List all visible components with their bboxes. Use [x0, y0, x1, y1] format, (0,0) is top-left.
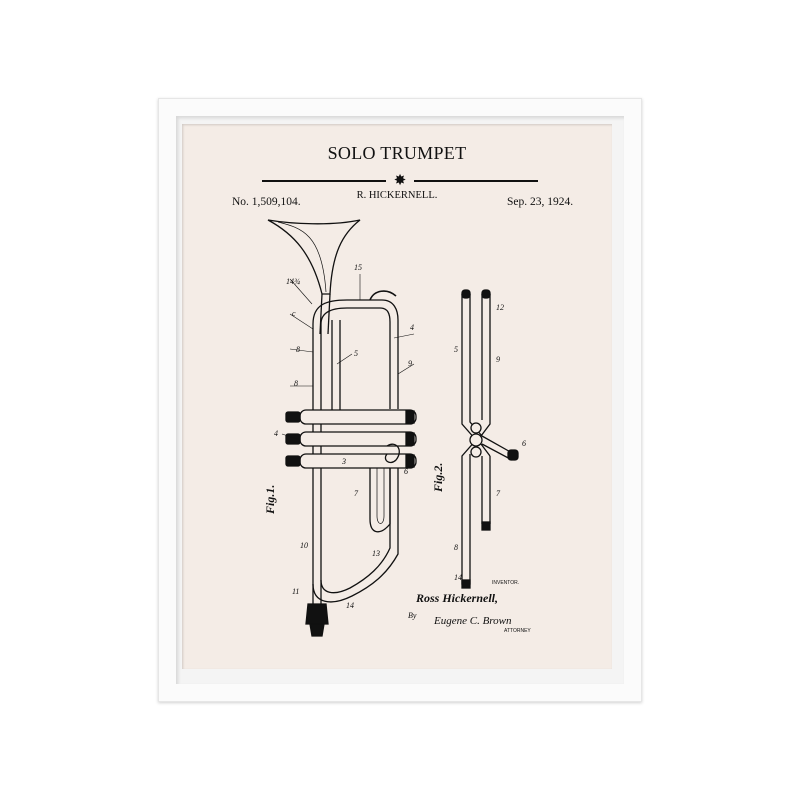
- ref-15: 15: [354, 263, 362, 272]
- fig1-label: Fig.1.: [263, 485, 277, 515]
- fig2-label: Fig.2.: [431, 463, 445, 493]
- title-rule-right: [414, 180, 538, 182]
- fig2-ref-14: 14: [454, 573, 462, 582]
- fig2-ref-9: 9: [496, 355, 500, 364]
- ref-bell-size: 14¾: [286, 277, 300, 286]
- poster-title: SOLO TRUMPET: [327, 143, 467, 163]
- inventor-caption: INVENTOR.: [492, 580, 519, 586]
- ref-14: 14: [346, 601, 354, 610]
- ref-8b: 8: [294, 379, 298, 388]
- ref-4b: 4: [274, 429, 278, 438]
- ornament-star-icon: ✸: [393, 173, 407, 189]
- fig2-ref-5: 5: [454, 345, 458, 354]
- attorney-caption: ATTORNEY: [504, 628, 531, 634]
- by-text: By: [408, 611, 417, 620]
- ref-11: 11: [292, 587, 299, 596]
- inventor-header: R. HICKERNELL.: [356, 190, 438, 201]
- ref-7: 7: [354, 489, 359, 498]
- poster-paper: [182, 124, 612, 669]
- ref-8a: 8: [296, 345, 300, 354]
- fig2-ref-7: 7: [496, 489, 501, 498]
- fig2-ref-12: 12: [496, 303, 504, 312]
- patent-date: Sep. 23, 1924.: [507, 196, 574, 208]
- fig2-ref-6: 6: [522, 439, 526, 448]
- ref-3: 3: [341, 457, 346, 466]
- ref-5: 5: [354, 349, 358, 358]
- patent-number: No. 1,509,104.: [232, 196, 301, 208]
- ref-4a: 4: [410, 323, 414, 332]
- ref-c: c: [292, 309, 296, 318]
- ref-9: 9: [408, 359, 412, 368]
- fig2-ref-8: 8: [454, 543, 458, 552]
- inventor-signature: Ross Hickernell,: [415, 591, 498, 605]
- attorney-signature: Eugene C. Brown: [433, 615, 512, 627]
- trumpet-patent-drawing: 14¾ c 8 8 15 5 9 4 4 6 3 7 10 11 14 13 F…: [263, 219, 531, 637]
- title-rule-left: [262, 180, 386, 182]
- fig1-trumpet: [267, 219, 417, 637]
- ref-6: 6: [404, 467, 408, 476]
- ref-10: 10: [300, 541, 308, 550]
- ref-13: 13: [372, 549, 380, 558]
- fig2-valve-detail: [461, 289, 519, 589]
